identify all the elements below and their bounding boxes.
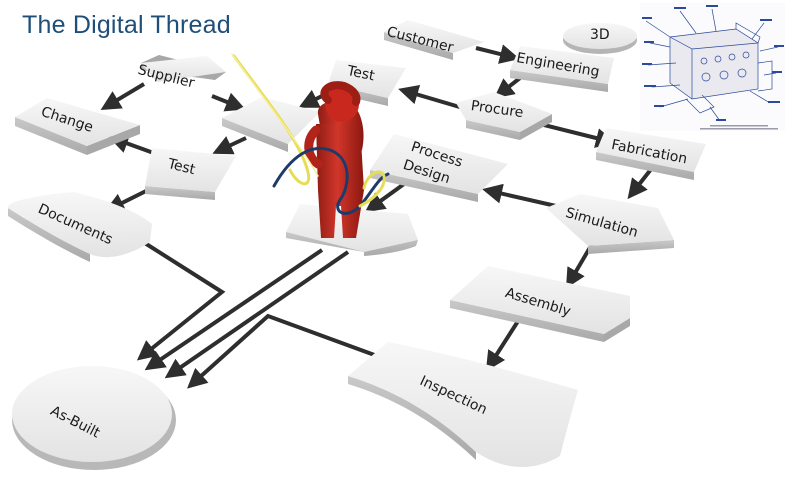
node-label-3d: 3D bbox=[590, 27, 610, 43]
shape-test-left bbox=[145, 148, 236, 200]
engineering-drawing-icon bbox=[642, 5, 784, 130]
connector-procure-fabrication bbox=[539, 122, 616, 148]
shape-supplier bbox=[141, 55, 226, 82]
connector-procure-test bbox=[398, 84, 464, 110]
connector-engineering-procure bbox=[493, 76, 522, 99]
connector-supplier-change bbox=[100, 82, 146, 111]
shape-center-card bbox=[222, 97, 320, 152]
slide-title: The Digital Thread bbox=[22, 11, 231, 39]
shape-assembly bbox=[450, 266, 630, 342]
shape-process-design bbox=[370, 134, 508, 202]
connector-assembly-inspection bbox=[485, 316, 522, 372]
shape-customer bbox=[384, 20, 484, 60]
shape-engineering bbox=[510, 46, 614, 92]
connector-simulation-process bbox=[482, 183, 557, 208]
connector-fabrication-simulation bbox=[627, 166, 654, 200]
shape-documents bbox=[7, 192, 153, 262]
engineering-drawing-thumbnail bbox=[640, 3, 785, 131]
connector-inspection-asbuilt bbox=[187, 313, 389, 389]
connector-customer-engineering bbox=[475, 44, 520, 64]
connector-process-pedestal bbox=[364, 182, 406, 213]
node-shapes bbox=[7, 20, 706, 470]
shape-as-built bbox=[12, 366, 176, 470]
shape-simulation bbox=[546, 194, 674, 254]
shape-3d bbox=[563, 23, 637, 54]
connector-pedestal-asbuilt-2 bbox=[164, 250, 350, 379]
shape-procure bbox=[456, 92, 552, 140]
connector-supplier-center bbox=[211, 92, 246, 112]
shape-inspection bbox=[348, 342, 578, 468]
digital-thread-icon bbox=[231, 53, 390, 215]
thinking-figure-icon bbox=[304, 81, 364, 238]
shape-fabrication bbox=[596, 128, 706, 180]
shape-change bbox=[15, 98, 140, 155]
connector-documents-asbuilt bbox=[136, 238, 226, 361]
connector-pedestal-asbuilt-1 bbox=[144, 248, 324, 371]
connector-center-test bbox=[212, 136, 247, 155]
